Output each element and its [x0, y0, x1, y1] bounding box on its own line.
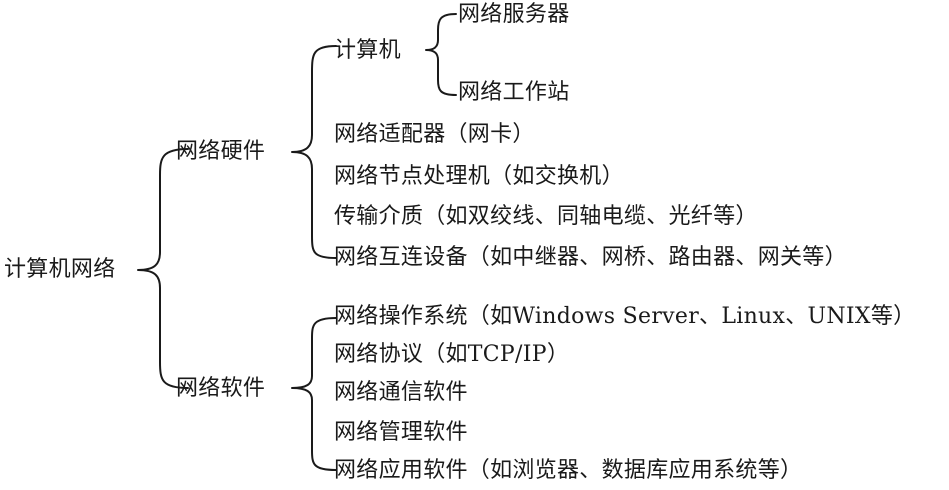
network-workstation-item: 网络工作站	[458, 80, 570, 105]
hardware-item: 网络适配器（网卡）	[334, 122, 535, 147]
computer-brace	[425, 13, 457, 96]
hardware-item: 网络互连设备（如中继器、网桥、路由器、网关等）	[334, 245, 847, 270]
root-label: 计算机网络	[4, 257, 116, 282]
hardware-item: 网络节点处理机（如交换机）	[334, 164, 624, 189]
network-server-item: 网络服务器	[458, 2, 570, 27]
software-item: 网络通信软件	[334, 380, 468, 405]
software-label: 网络软件	[176, 376, 266, 401]
computer-label: 计算机	[334, 38, 401, 63]
software-item: 网络协议（如TCP/IP）	[334, 342, 570, 367]
root-brace	[137, 148, 189, 389]
software-item: 网络操作系统（如Windows Server、Linux、UNIX等）	[334, 304, 916, 329]
hardware-label: 网络硬件	[176, 139, 266, 164]
hardware-item: 传输介质（如双绞线、同轴电缆、光纤等）	[334, 204, 758, 229]
software-item: 网络应用软件（如浏览器、数据库应用系统等）	[334, 458, 803, 483]
software-brace	[291, 317, 337, 471]
software-item: 网络管理软件	[334, 420, 468, 445]
hardware-brace	[291, 45, 337, 259]
